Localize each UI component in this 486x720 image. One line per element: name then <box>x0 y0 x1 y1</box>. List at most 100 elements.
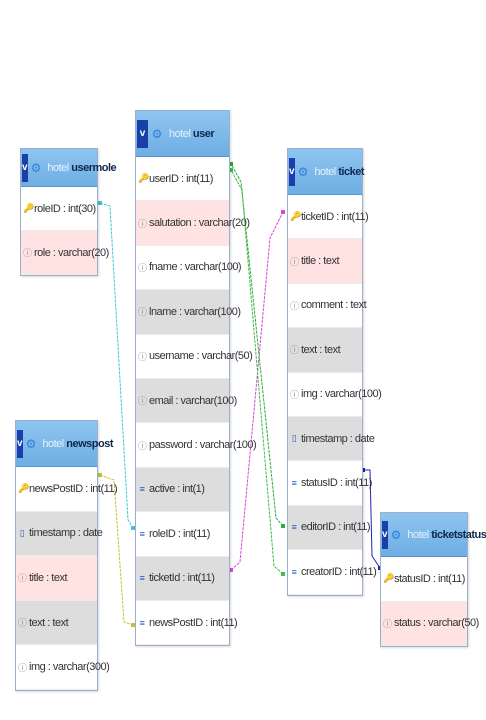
column-icon: ⓘ <box>138 262 147 273</box>
gear-icon[interactable]: ⚙ <box>151 126 163 141</box>
column-label: ticketID : int(11) <box>301 210 369 223</box>
toggle-v-icon[interactable]: v <box>382 520 388 549</box>
column-row[interactable]: ▯timestamp : date <box>16 511 103 557</box>
relation-endpoint <box>98 473 102 477</box>
column-label: title : text <box>29 571 68 584</box>
toggle-v-icon[interactable]: v <box>17 429 23 458</box>
gear-icon[interactable]: ⚙ <box>390 527 402 542</box>
column-label: active : int(1) <box>149 483 205 496</box>
table-header[interactable]: v ⚙ hotel ticket <box>288 149 364 195</box>
gear-icon[interactable]: ⚙ <box>25 436 37 451</box>
column-row[interactable]: 🔑userID : int(11) <box>136 157 229 202</box>
column-label: title : text <box>301 255 340 268</box>
column-label: newsPostID : int(11) <box>149 616 238 629</box>
column-icon: ⓘ <box>290 256 299 267</box>
gear-icon[interactable]: ⚙ <box>297 164 309 179</box>
primary-key-icon: 🔑 <box>138 173 149 184</box>
date-icon: ▯ <box>291 433 297 444</box>
column-icon: ⓘ <box>290 389 299 400</box>
table-title: hotel ticket <box>314 165 364 178</box>
table-ticketstatus[interactable]: v ⚙ hotel ticketstatus 🔑statusID : int(1… <box>380 512 486 647</box>
toggle-v-icon[interactable]: v <box>289 157 295 186</box>
table-newspost[interactable]: v ⚙ hotel newspost 🔑newsPostID : int(11)… <box>15 420 118 691</box>
column-icon: ⓘ <box>138 396 147 407</box>
column-label: lname : varchar(100) <box>149 305 241 318</box>
column-row[interactable]: 🔑ticketID : int(11) <box>288 195 369 240</box>
table-header[interactable]: v ⚙ hotel newspost <box>16 421 113 467</box>
column-label: statusID : int(11) <box>301 477 372 490</box>
column-icon: ⓘ <box>18 573 27 584</box>
column-icon: ⓘ <box>138 440 147 451</box>
toggle-v-icon[interactable]: v <box>22 153 28 182</box>
table-header[interactable]: v ⚙ hotel user <box>136 111 229 157</box>
column-label: text : text <box>29 616 69 629</box>
column-row[interactable]: ≡ roleID : int(11) <box>136 512 229 557</box>
column-label: comment : text <box>301 299 367 312</box>
column-row[interactable]: ≡ creatorID : int(11) <box>288 550 377 595</box>
column-icon: ⓘ <box>290 300 299 311</box>
table-title: hotel ticketstatus <box>407 528 486 541</box>
column-label: userID : int(11) <box>149 172 213 185</box>
column-row[interactable]: 🔑statusID : int(11) <box>381 557 467 602</box>
index-icon: ≡ <box>139 617 145 628</box>
table-header[interactable]: v ⚙ hotel usermole <box>21 149 117 187</box>
relation-endpoint <box>281 524 285 528</box>
index-icon: ≡ <box>291 566 297 577</box>
column-row[interactable]: ≡ statusID : int(11) <box>288 461 372 506</box>
column-row[interactable]: 🔑roleID : int(30) <box>21 187 97 231</box>
index-icon: ≡ <box>291 522 297 533</box>
column-label: roleID : int(11) <box>149 527 210 540</box>
table-title: hotel user <box>169 127 215 140</box>
column-label: ticketId : int(11) <box>149 572 215 585</box>
column-row[interactable]: ▯timestamp : date <box>288 416 375 462</box>
column-label: username : varchar(50) <box>149 350 253 363</box>
column-label: creatorID : int(11) <box>301 565 377 578</box>
relation-endpoint <box>281 572 285 576</box>
index-icon: ≡ <box>139 573 145 584</box>
column-row[interactable]: ≡active : int(1) <box>136 467 229 513</box>
table-header[interactable]: v ⚙ hotel ticketstatus <box>381 513 486 557</box>
relation-ticket-creatorID-to-user <box>230 169 284 575</box>
column-icon: ⓘ <box>138 351 147 362</box>
column-label: password : varchar(100) <box>149 439 257 452</box>
relation-endpoint <box>98 201 102 205</box>
gear-icon[interactable]: ⚙ <box>30 160 42 175</box>
table-title: hotel newspost <box>42 437 113 450</box>
column-row[interactable]: ≡ ticketId : int(11) <box>136 556 229 601</box>
column-icon: ⓘ <box>18 662 27 673</box>
column-row[interactable]: ≡ newsPostID : int(11) <box>136 601 238 646</box>
column-row[interactable]: ≡ editorID : int(11) <box>288 505 371 551</box>
column-label: fname : varchar(100) <box>149 261 242 274</box>
index-icon: ≡ <box>139 528 145 539</box>
toggle-v-icon[interactable]: v <box>137 119 148 148</box>
column-label: editorID : int(11) <box>301 521 371 534</box>
column-row[interactable]: 🔑newsPostID : int(11) <box>16 467 118 512</box>
column-label: img : varchar(300) <box>29 661 110 674</box>
primary-key-icon: 🔑 <box>290 211 301 222</box>
column-label: role : varchar(20) <box>34 246 109 259</box>
column-icon: ⓘ <box>138 218 147 229</box>
column-label: status : varchar(50) <box>394 617 479 630</box>
column-icon: ⓘ <box>18 618 27 629</box>
index-icon: ≡ <box>291 478 297 489</box>
column-icon: ⓘ <box>383 618 392 629</box>
column-icon: ⓘ <box>138 307 147 318</box>
